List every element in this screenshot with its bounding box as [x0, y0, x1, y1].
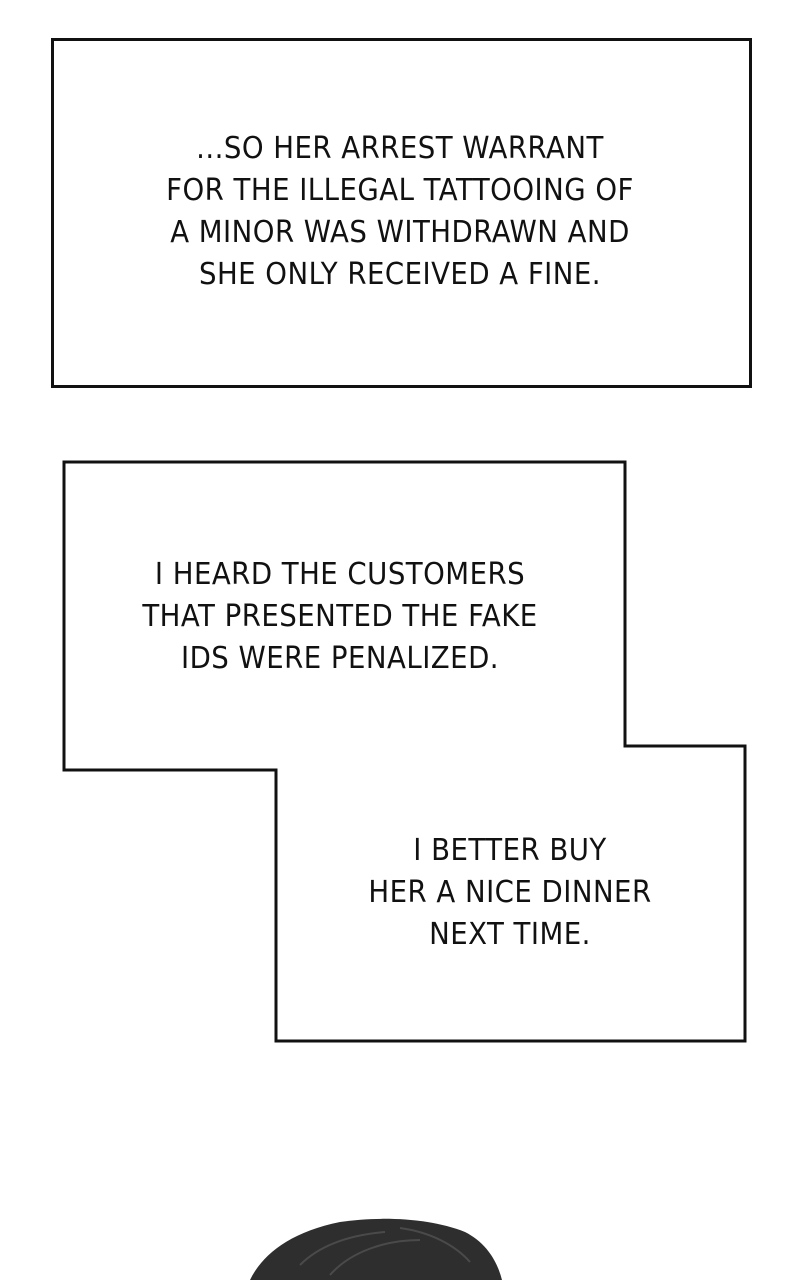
caption-box-1: [51, 38, 752, 388]
stepped-caption-outline: [62, 460, 747, 1043]
character-hair-icon: [250, 1218, 502, 1280]
caption-text-3: I BETTER BUY HER A NICE DINNER NEXT TIME…: [368, 833, 652, 952]
caption-text-2: I HEARD THE CUSTOMERS THAT PRESENTED THE…: [142, 557, 538, 676]
caption-text-1: ...SO HER ARREST WARRANT FOR THE ILLEGAL…: [166, 131, 634, 292]
